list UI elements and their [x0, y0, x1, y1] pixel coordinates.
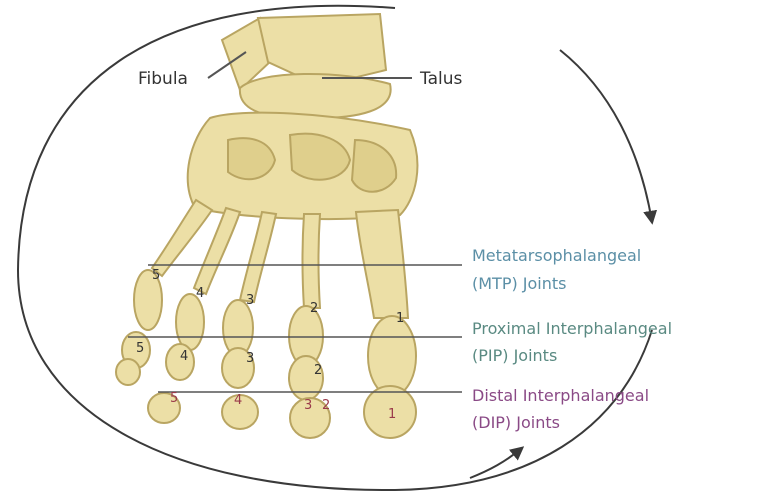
- pip-joint-number: 4: [180, 349, 188, 364]
- dip-label-line1: Distal Interphalangeal: [472, 386, 649, 405]
- ellipse-arrow-upper: [560, 50, 652, 222]
- metatarsal-1: [356, 210, 408, 318]
- ellipse-arrow-lower: [470, 448, 522, 478]
- metatarsal-3: [240, 212, 276, 302]
- pip-joint-number: 3: [246, 351, 254, 366]
- fibula-label: Fibula: [138, 69, 188, 89]
- proximal-phalanx-4: [176, 294, 204, 350]
- dip-joint-number: 2: [322, 398, 330, 413]
- mtp-label-line1: Metatarsophalangeal: [472, 246, 641, 265]
- dip-joint-number: 4: [234, 393, 242, 408]
- pip-label-line1: Proximal Interphalangeal: [472, 319, 672, 338]
- mtp-joint-number: 5: [152, 268, 160, 283]
- pip-joint-number: 5: [136, 341, 144, 356]
- dip-joint-number: 1: [388, 407, 396, 422]
- dip-joint-number: 3: [304, 398, 312, 413]
- dip-label-line2: (DIP) Joints: [472, 413, 560, 432]
- mtp-joint-number: 3: [246, 293, 254, 308]
- metatarsal-2: [303, 214, 321, 308]
- proximal-phalanx-1: [368, 316, 416, 396]
- pip-label-line2: (PIP) Joints: [472, 346, 557, 365]
- mtp-joint-number: 1: [396, 311, 404, 326]
- mtp-joint-number: 4: [196, 286, 204, 301]
- pip-joint-number: 2: [314, 363, 322, 378]
- mtp-label-line2: (MTP) Joints: [472, 274, 567, 293]
- talus-label: Talus: [419, 69, 462, 89]
- dip-joint-number: 5: [170, 391, 178, 406]
- mtp-joint-number: 2: [310, 301, 318, 316]
- distal-phalanx-4: [116, 359, 140, 385]
